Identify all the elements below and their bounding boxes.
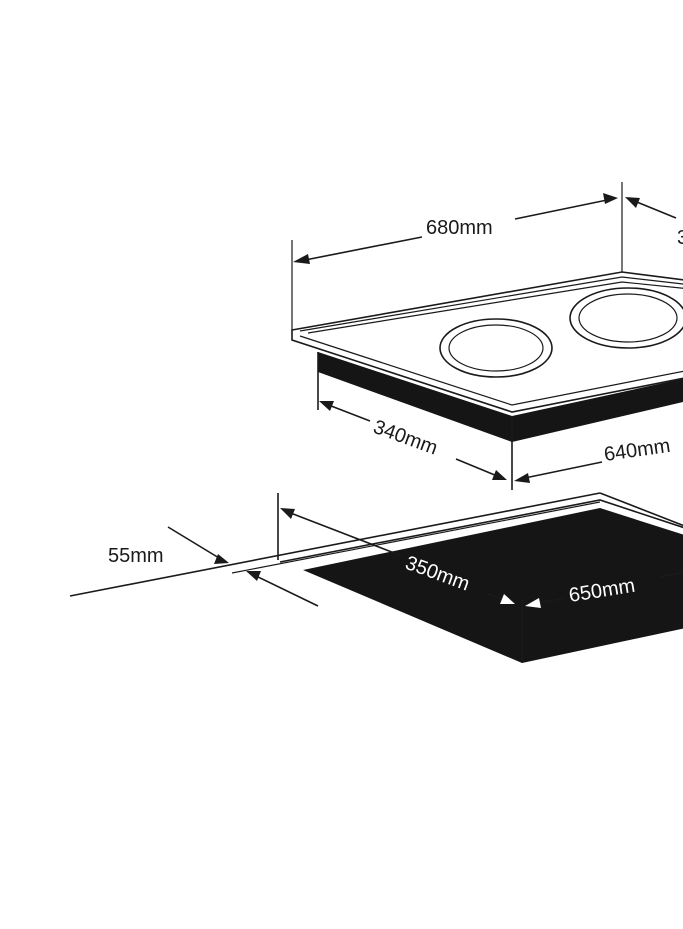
burner-right [569, 287, 683, 349]
dimension-top-depth: 3 [625, 197, 683, 249]
cooktop-base [318, 352, 683, 442]
burner-left [439, 318, 553, 378]
countertop-cutout [69, 492, 683, 663]
label-thickness: 55mm [108, 545, 164, 567]
label-top-width: 680mm [426, 217, 493, 239]
label-top-depth: 3 [677, 227, 683, 249]
dimension-thickness: 55mm [108, 526, 319, 607]
cutout-opening [303, 508, 683, 663]
dimension-top-width: 680mm [291, 182, 623, 330]
dimension-base-width: 640mm [514, 435, 672, 483]
label-base-width: 640mm [603, 435, 672, 466]
label-base-depth: 340mm [370, 416, 440, 459]
